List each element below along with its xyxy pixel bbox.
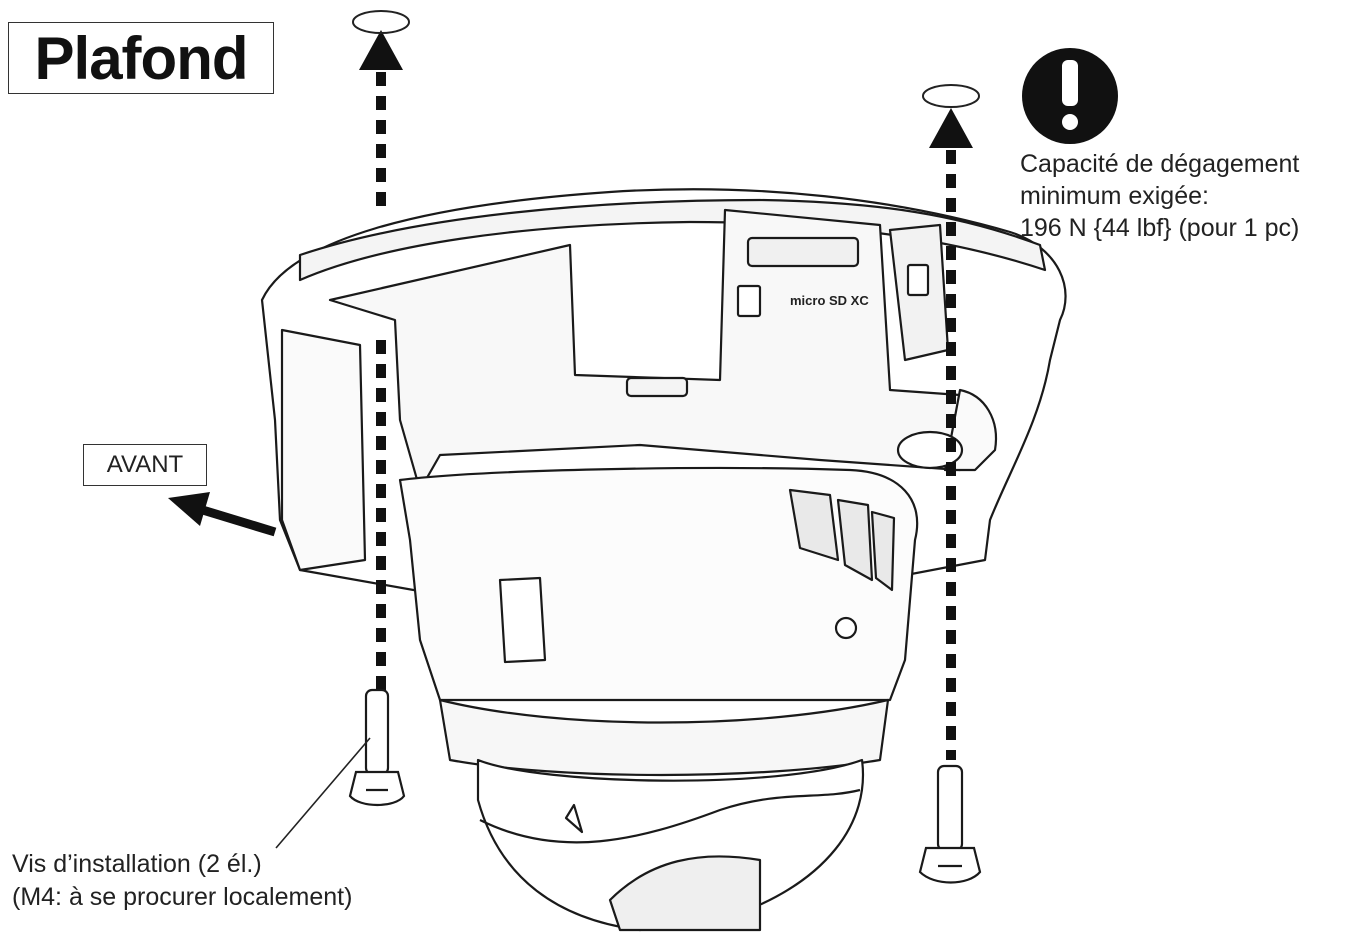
dome-wave xyxy=(479,788,861,844)
title-box: Plafond xyxy=(8,22,274,94)
vent-slot xyxy=(788,488,840,562)
mount-holes xyxy=(352,10,980,108)
front-label: AVANT xyxy=(106,451,184,478)
sd-slot-label: micro SD XC xyxy=(790,293,869,308)
hole-left xyxy=(352,10,410,34)
dome-band xyxy=(438,698,890,777)
front-arrow xyxy=(168,492,277,537)
lower-ring-notch xyxy=(498,576,547,664)
dome-arrow-mark xyxy=(564,803,584,834)
warning-line: minimum exigée: xyxy=(1020,182,1209,210)
screw-left xyxy=(348,688,406,806)
adjust-screw xyxy=(834,616,858,640)
hole-right xyxy=(922,84,980,108)
warning-line: Capacité de dégagement xyxy=(1020,150,1300,178)
screw-callout-line: (M4: à se procurer localement) xyxy=(12,883,353,911)
dome-lens xyxy=(608,855,762,932)
screws xyxy=(348,688,982,884)
camera-rim xyxy=(298,198,1047,282)
up-arrow-right xyxy=(929,108,973,148)
page-title: Plafond xyxy=(34,24,249,92)
dome-camera xyxy=(260,188,1067,932)
exclamation-icon xyxy=(1022,48,1118,144)
screw-callout-line: Vis d’installation (2 él.) xyxy=(12,850,262,878)
screw-guide-lines xyxy=(376,72,956,760)
left-bracket xyxy=(280,328,367,572)
up-arrow-left xyxy=(359,30,403,70)
sd-card-slot xyxy=(746,236,860,268)
up-arrows xyxy=(359,30,973,148)
sd-card-icon xyxy=(736,284,762,318)
clip-slot xyxy=(906,263,930,297)
warning-line: 196 N {44 lbf} (pour 1 pc) xyxy=(1020,214,1300,242)
vent-slot xyxy=(870,510,896,592)
vent-slot xyxy=(836,498,874,582)
dome-cover xyxy=(476,758,865,932)
front-label-box: AVANT xyxy=(83,444,207,486)
warning-text: Capacité de dégagement minimum exigée: 1… xyxy=(1020,148,1356,244)
screw-callout: Vis d’installation (2 él.) (M4: à se pro… xyxy=(12,848,452,914)
screw-right xyxy=(918,764,982,884)
screw-leader-line xyxy=(275,737,371,849)
tab-center xyxy=(625,376,689,398)
